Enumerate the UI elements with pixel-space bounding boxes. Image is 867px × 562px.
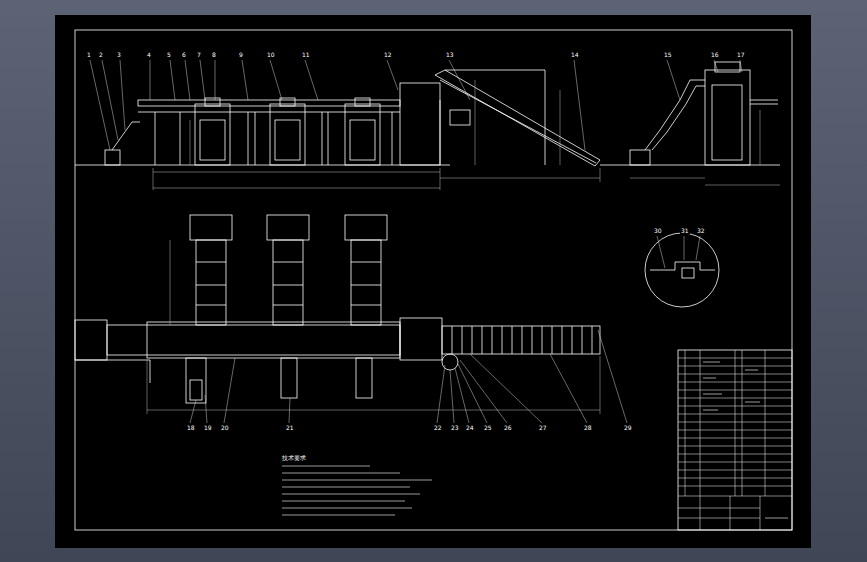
callout-number: 28 [583, 425, 593, 431]
segment-line [512, 326, 513, 354]
segment-line [472, 326, 473, 354]
callout-number: 13 [445, 52, 455, 58]
callout-number: 8 [211, 52, 217, 58]
callout-number: 20 [220, 425, 230, 431]
segment-line [582, 326, 583, 354]
segment-line [452, 326, 453, 354]
callout-number: 23 [450, 425, 460, 431]
segment-line [492, 326, 493, 354]
callout-number: 11 [301, 52, 311, 58]
callout-number: 4 [146, 52, 152, 58]
callout-number: 24 [465, 425, 475, 431]
segment-line [502, 326, 503, 354]
segment-line [462, 326, 463, 354]
callout-number: 3 [116, 52, 122, 58]
callout-number: 5 [166, 52, 172, 58]
callout-number: 14 [570, 52, 580, 58]
callout-number: 22 [433, 425, 443, 431]
callout-number: 16 [710, 52, 720, 58]
callout-number: 25 [483, 425, 493, 431]
segment-line [542, 326, 543, 354]
callout-number: 21 [285, 425, 295, 431]
segment-line [572, 326, 573, 354]
callout-number: 18 [186, 425, 196, 431]
callout-number: 2 [98, 52, 104, 58]
callout-number: 17 [736, 52, 746, 58]
callout-number: 31 [680, 228, 690, 234]
callout-number: 19 [203, 425, 213, 431]
segment-line [522, 326, 523, 354]
segment-line [592, 326, 593, 354]
callout-number: 1 [86, 52, 92, 58]
segment-line [482, 326, 483, 354]
callout-number: 6 [181, 52, 187, 58]
callout-number: 15 [663, 52, 673, 58]
callout-number: 9 [238, 52, 244, 58]
callout-number: 10 [266, 52, 276, 58]
callout-number: 7 [196, 52, 202, 58]
segment-line [532, 326, 533, 354]
segment-line [562, 326, 563, 354]
callout-number: 29 [623, 425, 633, 431]
callout-number: 26 [503, 425, 513, 431]
callout-number: 12 [383, 52, 393, 58]
callout-number: 30 [653, 228, 663, 234]
callout-number: 32 [696, 228, 706, 234]
callout-number: 27 [538, 425, 548, 431]
notes-heading: 技术要求 [281, 455, 307, 461]
segment-line [552, 326, 553, 354]
